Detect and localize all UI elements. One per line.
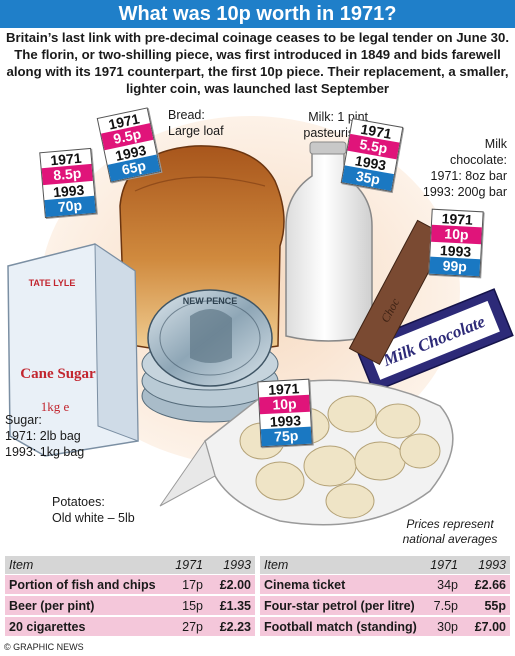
col-1971: 1971 — [171, 556, 207, 575]
col-1993: 1993 — [462, 556, 510, 575]
row-1971: 27p — [171, 616, 207, 638]
col-1993: 1993 — [207, 556, 255, 575]
table-header-row: Item 1971 1993 — [5, 556, 255, 575]
chocolate-label-line: Milk — [484, 137, 507, 151]
row-1993: £2.66 — [462, 574, 510, 596]
bread-label: Bread: Large loaf — [168, 107, 224, 139]
row-item: 20 cigarettes — [5, 616, 171, 638]
row-item: Portion of fish and chips — [5, 574, 171, 596]
bread-label-line: Large loaf — [168, 124, 224, 138]
coin-text: NEW PENCE — [183, 296, 238, 306]
price-tag-potatoes: 1971 10p 1993 75p — [257, 378, 313, 448]
row-1971: 15p — [171, 595, 207, 617]
row-item: Football match (standing) — [260, 616, 426, 638]
row-1993: £2.00 — [207, 574, 255, 596]
potato-label: Potatoes: Old white – 5lb — [52, 494, 135, 526]
tag-price-1993: 75p — [260, 426, 312, 447]
tag-price-1993: 99p — [429, 256, 481, 277]
row-item: Four-star petrol (per litre) — [260, 595, 426, 617]
sugar-label-line: Sugar: — [5, 413, 42, 427]
row-item: Cinema ticket — [260, 574, 426, 596]
sugar-weight: 1kg e — [41, 399, 70, 414]
chocolate-label-line: 1993: 200g bar — [422, 185, 507, 199]
sugar-label: Sugar: 1971: 2lb bag 1993: 1kg bag — [5, 412, 84, 460]
chocolate-label: Milk chocolate: 1971: 8oz bar 1993: 200g… — [405, 136, 507, 200]
page-title: What was 10p worth in 1971? — [0, 0, 515, 28]
table-row: Beer (per pint) 15p £1.35 — [5, 595, 255, 617]
bread-label-line: Bread: — [168, 108, 205, 122]
table-row: Portion of fish and chips 17p £2.00 — [5, 574, 255, 596]
sugar-brand: TATE LYLE — [29, 278, 76, 288]
row-1993: £1.35 — [207, 595, 255, 617]
price-table-left: Item 1971 1993 Portion of fish and chips… — [5, 556, 255, 638]
row-1971: 30p — [426, 616, 462, 638]
potato-bag — [159, 379, 454, 526]
potato-label-line: Potatoes: — [52, 495, 105, 509]
credit: © GRAPHIC NEWS — [4, 642, 84, 652]
table-row: Four-star petrol (per litre) 7.5p 55p — [260, 595, 510, 617]
table-row: Football match (standing) 30p £7.00 — [260, 616, 510, 638]
col-item: Item — [260, 556, 426, 575]
intro-text: Britain’s last link with pre-decimal coi… — [6, 30, 509, 96]
sugar-bag: TATE LYLE Cane Sugar 1kg e — [7, 243, 139, 457]
table-row: Cinema ticket 34p £2.66 — [260, 574, 510, 596]
table-header-row: Item 1971 1993 — [260, 556, 510, 575]
row-1971: 17p — [171, 574, 207, 596]
sugar-name: Cane Sugar — [20, 366, 96, 382]
col-item: Item — [5, 556, 171, 575]
row-item: Beer (per pint) — [5, 595, 171, 617]
potato-label-line: Old white – 5lb — [52, 511, 135, 525]
price-tag-chocolate: 1971 10p 1993 99p — [428, 208, 484, 278]
row-1971: 34p — [426, 574, 462, 596]
row-1993: 55p — [462, 595, 510, 617]
chocolate-label-line: 1971: 8oz bar — [430, 169, 507, 183]
sugar-label-line: 1971: 2lb bag — [5, 429, 81, 443]
illustration: Milk Chocolate Choc NEW PENCE TATE LYLE … — [7, 116, 514, 526]
coin-stack: NEW PENCE — [141, 289, 279, 423]
chocolate-label-line: chocolate: — [450, 153, 507, 167]
averages-note: Prices represent national averages — [402, 517, 498, 546]
tag-price-1993: 70p — [44, 195, 96, 218]
chocolate-bars: Milk Chocolate Choc — [348, 219, 514, 393]
sugar-label-line: 1993: 1kg bag — [5, 445, 85, 459]
table-row: 20 cigarettes 27p £2.23 — [5, 616, 255, 638]
row-1993: £2.23 — [207, 616, 255, 638]
row-1993: £7.00 — [462, 616, 510, 638]
price-table-right: Item 1971 1993 Cinema ticket 34p £2.66 F… — [260, 556, 510, 638]
row-1971: 7.5p — [426, 595, 462, 617]
col-1971: 1971 — [426, 556, 462, 575]
price-tag-sugar: 1971 8.5p 1993 70p — [39, 147, 97, 219]
